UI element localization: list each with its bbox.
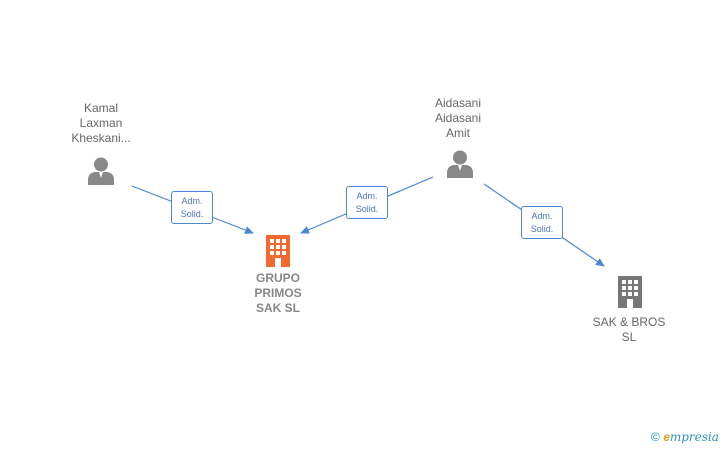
edge-role-line1: Adm. xyxy=(356,191,378,201)
edge-role-line2: Solid. xyxy=(355,204,379,214)
person-name-aidasani[interactable]: Aidasani Aidasani Amit xyxy=(434,96,482,140)
edge-role-line2: Solid. xyxy=(530,224,554,234)
brand-logo-e: e xyxy=(663,430,670,444)
footer-brand[interactable]: © empresia xyxy=(651,430,719,444)
brand-logo-text: mpresia xyxy=(669,430,719,444)
copyright-symbol: © xyxy=(651,430,660,444)
edge-role-line1: Adm. xyxy=(531,211,553,221)
person-icon[interactable] xyxy=(86,156,116,186)
edge-label-kamal-grupo: Adm. Solid. xyxy=(171,191,213,224)
edge-label-aidasani-grupo: Adm. Solid. xyxy=(346,186,388,219)
person-icon[interactable] xyxy=(445,149,475,179)
edge-role-line1: Adm. xyxy=(181,196,203,206)
edge-label-aidasani-sakbros: Adm. Solid. xyxy=(521,206,563,239)
company-name-sak-bros[interactable]: SAK & BROS SL xyxy=(592,315,666,344)
building-icon[interactable] xyxy=(264,233,292,267)
edge-role-line2: Solid. xyxy=(180,209,204,219)
building-icon[interactable] xyxy=(616,274,644,308)
company-name-grupo-primos[interactable]: GRUPO PRIMOS SAK SL xyxy=(254,271,302,315)
person-name-kamal[interactable]: Kamal Laxman Kheskani... xyxy=(71,101,131,145)
